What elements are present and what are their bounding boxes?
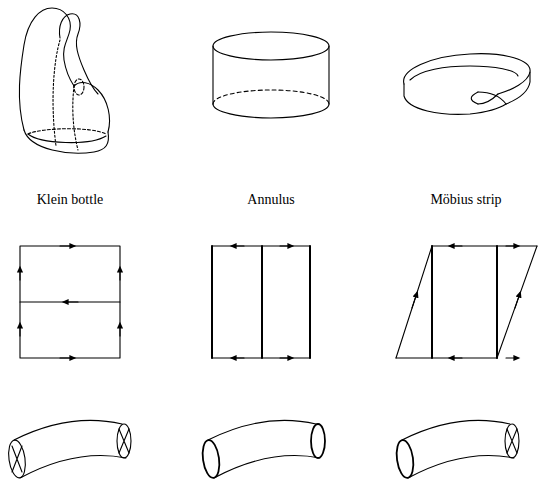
klein-bottle-square: [20, 246, 120, 358]
annulus-square: [212, 246, 310, 358]
figure-caption: Möbius strip: [430, 192, 501, 208]
annulus-tube: [200, 420, 325, 479]
mobius-tube: [394, 420, 519, 479]
mobius-parallelogram: [396, 246, 537, 358]
figure-caption: Annulus: [247, 192, 294, 208]
klein-tube: [6, 420, 131, 479]
klein-bottle-figure: [19, 8, 109, 153]
mobius-strip-figure: [404, 54, 530, 115]
figure-caption: Klein bottle: [37, 192, 104, 208]
annulus-figure: [213, 32, 329, 118]
